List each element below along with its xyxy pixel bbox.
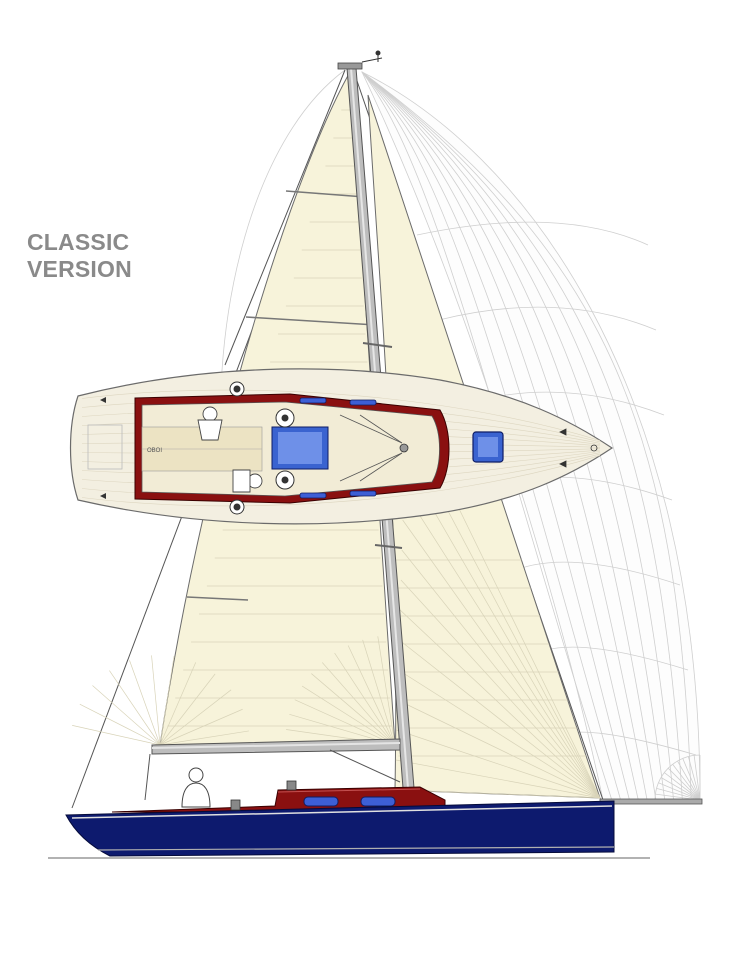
cockpit-figures xyxy=(197,406,263,493)
stern-cleats xyxy=(100,397,106,499)
boom xyxy=(144,738,401,801)
stern-locker xyxy=(87,424,123,470)
boom-vang xyxy=(329,749,401,783)
deck-winches xyxy=(229,381,295,515)
portlights-top xyxy=(299,397,377,499)
shroud-lines xyxy=(339,414,403,482)
portlight-1 xyxy=(303,796,339,807)
portlight-2 xyxy=(360,796,396,807)
winch xyxy=(230,799,241,811)
deck-mark: OBOI xyxy=(147,448,162,454)
mainsail-battens xyxy=(186,190,377,601)
mast-step xyxy=(399,443,409,453)
masthead xyxy=(337,62,363,70)
sheer-stripe xyxy=(71,805,613,819)
cabin-top-line xyxy=(277,788,421,793)
hull-profile xyxy=(48,767,650,859)
deck-plan: OBOI xyxy=(69,368,614,525)
wind-indicator-icon xyxy=(361,50,383,63)
boot-stripe xyxy=(97,846,615,851)
mainsheet xyxy=(144,753,151,801)
mast-winch xyxy=(286,780,297,791)
aft-spinnaker-luff xyxy=(224,69,346,366)
spreaders xyxy=(362,342,403,549)
helmsman-figure xyxy=(181,767,211,808)
spinnaker-pole xyxy=(599,798,703,805)
title-line-2: VERSION xyxy=(27,256,132,282)
title-line-1: CLASSIC xyxy=(27,229,130,255)
bow-fittings xyxy=(559,428,598,468)
spinnaker-fan xyxy=(654,754,701,801)
spinnaker-seams xyxy=(361,71,701,801)
drawing-title: CLASSIC VERSION xyxy=(27,229,132,283)
